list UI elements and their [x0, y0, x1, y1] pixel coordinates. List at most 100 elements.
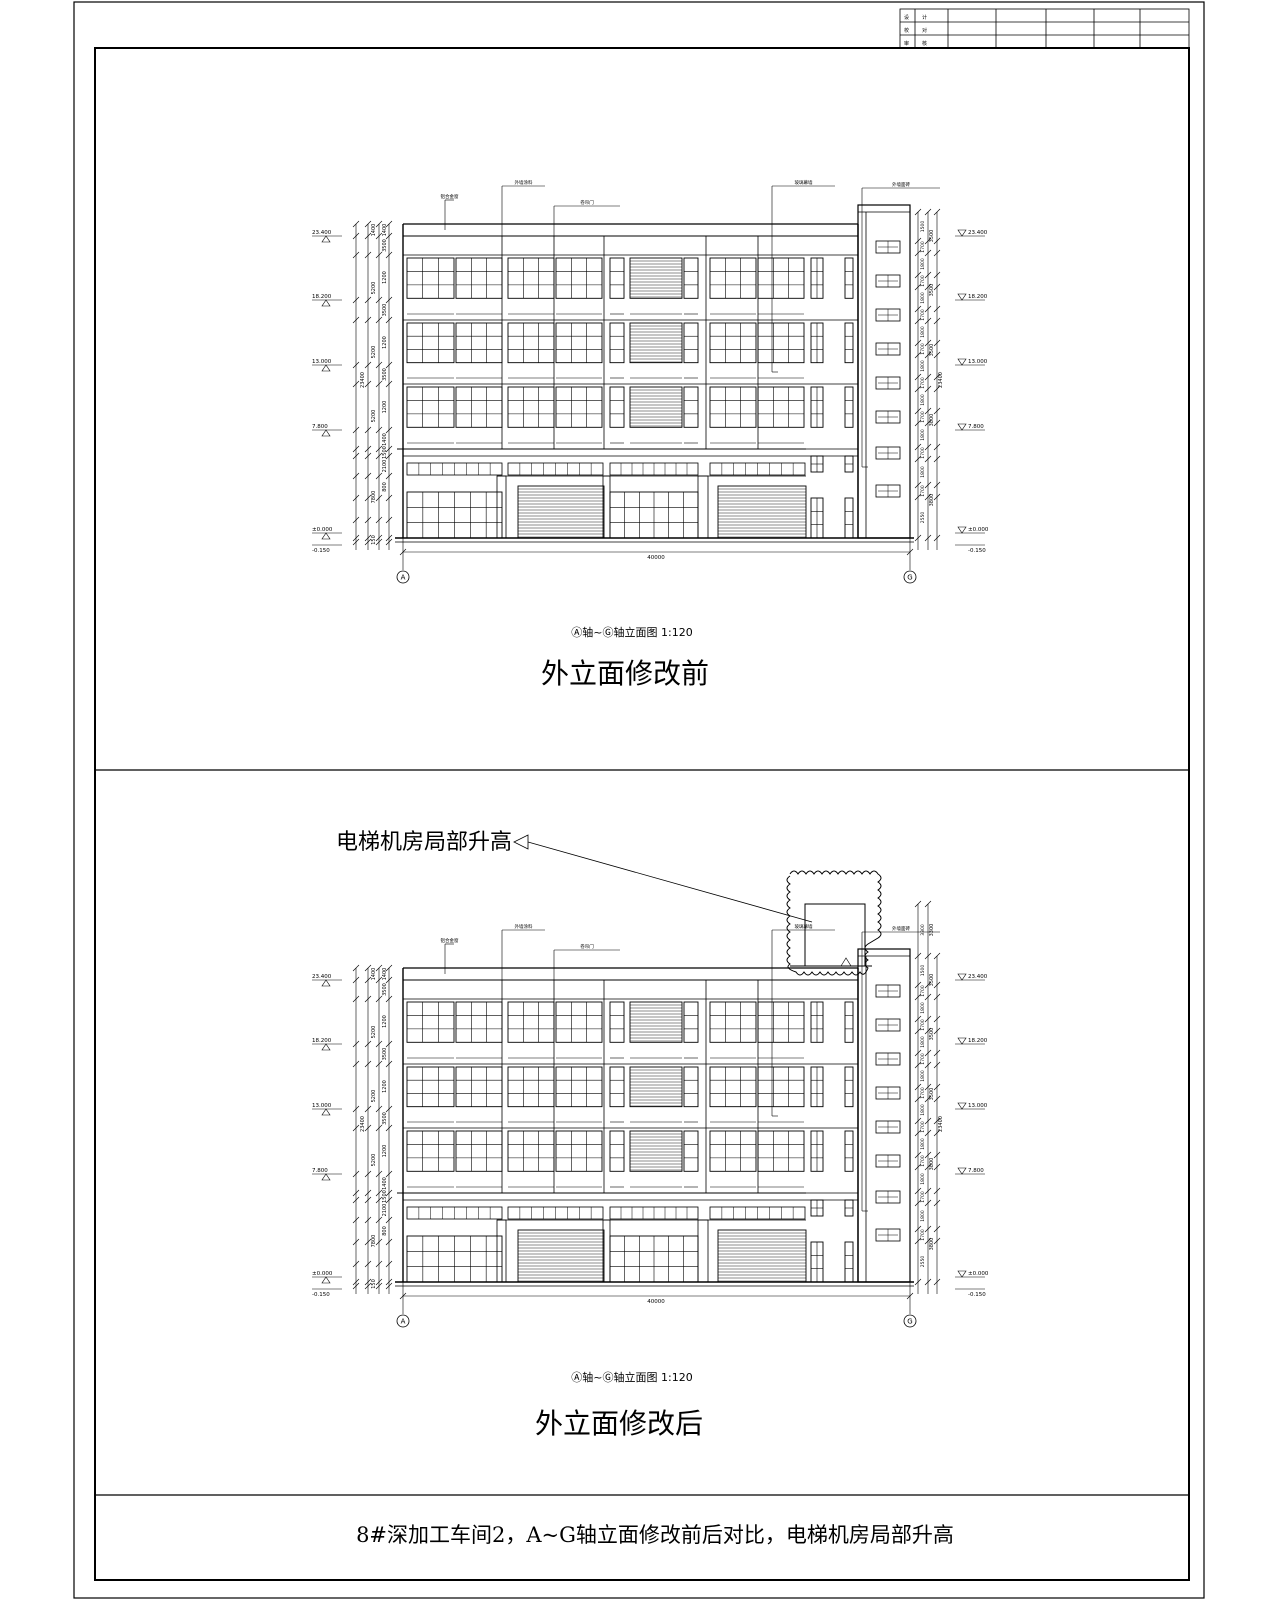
svg-text:1700: 1700	[920, 241, 926, 253]
svg-text:1700: 1700	[920, 275, 926, 287]
svg-text:3500: 3500	[929, 284, 935, 297]
svg-text:玻璃幕墙: 玻璃幕墙	[795, 923, 813, 930]
svg-text:7800: 7800	[371, 1235, 377, 1248]
svg-text:3500: 3500	[382, 983, 388, 996]
svg-text:3500: 3500	[929, 974, 935, 987]
svg-text:1200: 1200	[382, 401, 388, 414]
svg-text:5200: 5200	[371, 1026, 377, 1039]
svg-text:外墙面砖: 外墙面砖	[892, 925, 910, 932]
svg-text:5200: 5200	[371, 282, 377, 295]
svg-text:1800: 1800	[920, 1104, 926, 1116]
svg-text:±0.000: ±0.000	[312, 527, 333, 533]
title-block: 设 计 校 对 审 核	[899, 8, 1190, 49]
svg-text:1800: 1800	[920, 360, 926, 372]
svg-text:1200: 1200	[382, 336, 388, 349]
svg-text:23400: 23400	[360, 1116, 366, 1132]
svg-text:23400: 23400	[938, 372, 944, 388]
svg-text:1700: 1700	[920, 377, 926, 389]
svg-text:1800: 1800	[920, 466, 926, 478]
svg-text:3500: 3500	[929, 1088, 935, 1101]
svg-text:18.200: 18.200	[312, 294, 332, 300]
svg-text:1700: 1700	[920, 985, 926, 997]
svg-text:3800: 3800	[929, 414, 935, 427]
svg-text:1400: 1400	[382, 1177, 388, 1190]
svg-text:3300: 3300	[929, 924, 935, 937]
svg-text:23.400: 23.400	[968, 230, 988, 236]
svg-text:1800: 1800	[920, 1210, 926, 1222]
svg-text:3500: 3500	[382, 1048, 388, 1061]
svg-text:800: 800	[382, 482, 388, 492]
svg-text:1400: 1400	[382, 433, 388, 446]
svg-text:1800: 1800	[920, 326, 926, 338]
svg-text:A: A	[401, 574, 406, 582]
svg-text:3500: 3500	[929, 1028, 935, 1041]
svg-text:3800: 3800	[929, 494, 935, 507]
svg-text:5200: 5200	[371, 410, 377, 423]
svg-text:1800: 1800	[920, 1070, 926, 1082]
svg-text:铝合金窗: 铝合金窗	[441, 937, 459, 944]
svg-text:5200: 5200	[371, 346, 377, 359]
svg-text:1700: 1700	[920, 411, 926, 423]
note-leader	[527, 841, 813, 923]
inner-frame	[94, 47, 1190, 1581]
svg-text:1700: 1700	[920, 485, 926, 497]
svg-text:玻璃幕墙: 玻璃幕墙	[795, 179, 813, 186]
svg-text:1700: 1700	[920, 1191, 926, 1203]
svg-text:1500: 1500	[920, 965, 926, 977]
svg-text:1400: 1400	[371, 224, 377, 237]
svg-text:7.800: 7.800	[312, 1168, 328, 1174]
svg-text:±0.000: ±0.000	[968, 527, 989, 533]
svg-text:1800: 1800	[920, 258, 926, 270]
svg-text:铝合金窗: 铝合金窗	[441, 193, 459, 200]
elevator-note: 电梯机房局部升高	[336, 830, 512, 855]
svg-text:1700: 1700	[920, 1121, 926, 1133]
elevation-before: 1400350012003500120035001200140015002100…	[312, 179, 989, 584]
svg-text:1400: 1400	[382, 224, 388, 237]
svg-text:1400: 1400	[371, 968, 377, 981]
caption-before: Ⓐ轴~Ⓖ轴立面图 1:120	[571, 625, 692, 639]
svg-text:A: A	[401, 1318, 406, 1326]
svg-text:2550: 2550	[920, 1256, 926, 1268]
svg-text:外墙涂料: 外墙涂料	[515, 923, 533, 930]
tb-r2c0: 审	[904, 40, 909, 47]
svg-text:1700: 1700	[920, 309, 926, 321]
svg-text:1700: 1700	[920, 1087, 926, 1099]
svg-text:3300: 3300	[920, 924, 926, 936]
svg-text:3500: 3500	[929, 230, 935, 243]
svg-text:1800: 1800	[920, 1036, 926, 1048]
svg-text:1800: 1800	[920, 394, 926, 406]
note-arrow-icon	[513, 834, 529, 850]
svg-text:23400: 23400	[938, 1116, 944, 1132]
svg-text:13.000: 13.000	[312, 359, 332, 365]
svg-text:40000: 40000	[647, 555, 665, 561]
footer-text: 8#深加工车间2，A~G轴立面修改前后对比，电梯机房局部升高	[356, 1523, 954, 1547]
svg-text:1700: 1700	[920, 343, 926, 355]
svg-text:G: G	[907, 1318, 912, 1326]
svg-text:1800: 1800	[920, 1138, 926, 1150]
svg-text:-0.150: -0.150	[312, 548, 330, 554]
svg-text:1400: 1400	[382, 968, 388, 981]
svg-text:1200: 1200	[382, 271, 388, 284]
svg-text:3800: 3800	[929, 1158, 935, 1171]
svg-text:1700: 1700	[920, 1019, 926, 1031]
svg-text:-0.150: -0.150	[312, 1292, 330, 1298]
svg-text:1800: 1800	[920, 1173, 926, 1185]
svg-text:1700: 1700	[920, 1155, 926, 1167]
svg-text:-0.150: -0.150	[968, 548, 986, 554]
svg-text:13.000: 13.000	[968, 359, 988, 365]
svg-text:1200: 1200	[382, 1015, 388, 1028]
svg-text:3500: 3500	[382, 304, 388, 317]
svg-text:150: 150	[371, 535, 377, 545]
svg-text:13.000: 13.000	[968, 1103, 988, 1109]
svg-text:3500: 3500	[382, 239, 388, 252]
svg-text:40000: 40000	[647, 1299, 665, 1305]
svg-text:1700: 1700	[920, 1053, 926, 1065]
svg-text:G: G	[907, 574, 912, 582]
svg-text:18.200: 18.200	[312, 1038, 332, 1044]
svg-text:1200: 1200	[382, 1080, 388, 1093]
svg-text:3500: 3500	[929, 344, 935, 357]
svg-text:3500: 3500	[382, 368, 388, 381]
tb-r1c0: 校	[904, 27, 909, 34]
svg-text:1500: 1500	[382, 1190, 388, 1203]
svg-text:23.400: 23.400	[968, 974, 988, 980]
